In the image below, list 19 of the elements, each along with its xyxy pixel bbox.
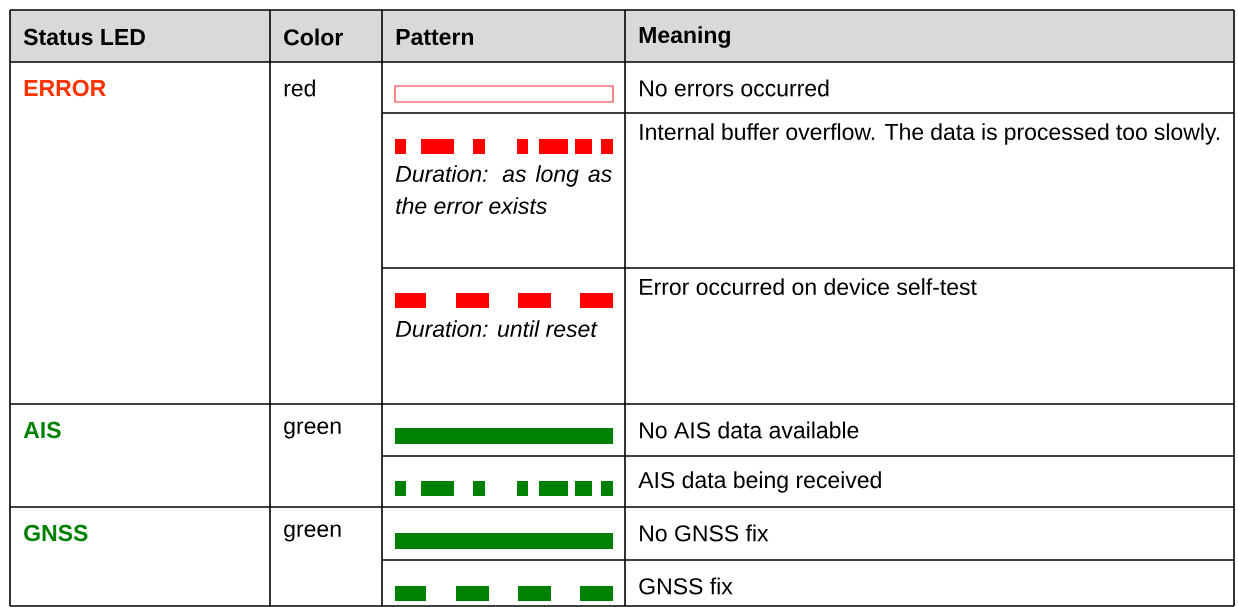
table-cell-text: No AIS data available [640,421,859,439]
table-cell-text: No GNSS fix [640,524,769,542]
table-cell-text: green [284,524,341,542]
table-cell-text: Internal buffer overflow. The data is processed too slowly. [640,123,1220,145]
table-cell-text: red [284,79,315,97]
status-name: AIS [23,421,61,439]
table-cell-text: Error occurred on device self-test [640,278,977,296]
table-cell-text: GNSS fix [639,577,733,595]
column-header: Meaning [639,26,730,48]
table-cell-text: AIS data being received [638,471,881,493]
column-header: Status LED [23,28,145,46]
table-cell-text: No errors occurred [640,79,829,97]
column-header: Pattern [396,28,473,45]
duration-note: Duration: until reset [395,320,598,338]
table-cell-text: green [284,421,341,439]
status-name: GNSS [24,524,88,542]
duration-note: Duration: as long as the error exists [395,165,612,215]
column-header: Color [284,28,343,46]
status-name: ERROR [24,79,106,97]
